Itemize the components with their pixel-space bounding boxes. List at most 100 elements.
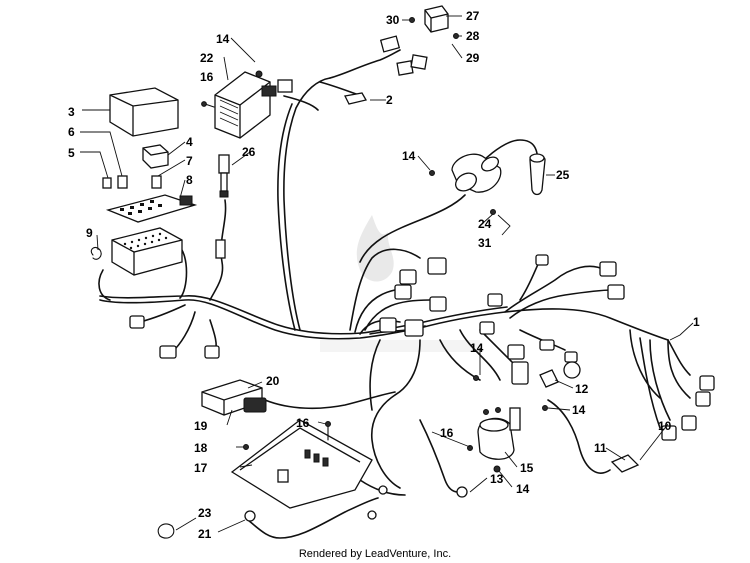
spark-plug-cap (529, 153, 546, 196)
sensor-26 (215, 154, 230, 259)
callout-16-top: 16 (200, 70, 214, 84)
terminal-ground (367, 510, 377, 520)
callout-8: 8 (186, 173, 193, 187)
fuse-7 (151, 175, 162, 189)
leader-lines (80, 15, 694, 533)
relay-module (201, 379, 267, 416)
voltage-regulator (214, 71, 277, 139)
callout-5: 5 (68, 146, 75, 160)
nut-14-upper (473, 375, 479, 381)
connector-center-8 (479, 321, 495, 335)
connector-right-2 (607, 284, 625, 300)
connector-top-b (396, 60, 414, 76)
connector-top-c (410, 54, 428, 70)
connector-right-3 (564, 351, 578, 363)
plug-1a (699, 375, 715, 391)
fuse-box-cover (109, 87, 179, 137)
nut-18 (243, 444, 249, 450)
terminal-left-battery (378, 485, 388, 495)
callout-25: 25 (556, 168, 570, 182)
clip-9 (90, 246, 102, 260)
callout-10: 10 (658, 419, 672, 433)
nut-14-coil (429, 170, 435, 176)
connector-center-10 (511, 361, 529, 385)
starter-solenoid (477, 407, 521, 460)
connector-center-3 (394, 284, 412, 300)
callout-29: 29 (466, 51, 480, 65)
connector-center-5 (379, 317, 397, 333)
battery-tray (230, 419, 373, 509)
screw-28 (453, 33, 459, 39)
callout-21: 21 (198, 527, 212, 541)
callout-3: 3 (68, 105, 75, 119)
callout-16-tray: 16 (296, 416, 310, 430)
callout-4: 4 (186, 135, 193, 149)
fuse-holder-2 (344, 92, 367, 105)
callout-23: 23 (198, 506, 212, 520)
connector-center-12 (539, 339, 555, 351)
callout-31: 31 (478, 236, 492, 250)
connector-right-1 (599, 261, 617, 277)
callout-27: 27 (466, 9, 480, 23)
clip-23 (157, 523, 175, 539)
callout-14-top: 14 (216, 32, 230, 46)
callout-19: 19 (194, 419, 208, 433)
connector-center-11 (535, 254, 549, 266)
connector-center-1 (427, 257, 447, 275)
connector-center-6 (404, 319, 424, 337)
fuse-panel (105, 194, 198, 223)
nut-14-right (542, 405, 548, 411)
plug-1b (695, 391, 711, 407)
relay-cube (142, 144, 169, 169)
fuse-5 (102, 177, 112, 189)
callout-24: 24 (478, 217, 492, 231)
plug-ll-1 (129, 315, 145, 329)
nut-30 (409, 17, 415, 23)
elbow-connector-12 (539, 369, 559, 388)
nut-14-top (255, 70, 263, 78)
callout-20: 20 (266, 374, 280, 388)
plug-ll-3 (204, 345, 220, 359)
fuse-6 (117, 175, 128, 189)
callout-16-solenoid: 16 (440, 426, 454, 440)
callout-12: 12 (575, 382, 589, 396)
callout-labels: 1 2 3 4 5 6 7 8 9 10 11 12 13 14 14 14 1… (68, 9, 700, 541)
plug-1c (681, 415, 697, 431)
screw-24 (490, 209, 496, 215)
callout-7: 7 (186, 154, 193, 168)
connector-reg (277, 79, 293, 93)
cable-terminal-21 (244, 510, 256, 522)
ring-terminal-13 (456, 486, 468, 498)
callout-1: 1 (693, 315, 700, 329)
ignition-coil (451, 153, 502, 193)
callout-30: 30 (386, 13, 400, 27)
screw-16-top (201, 101, 215, 108)
connector-center-4 (429, 296, 447, 312)
connector-center-2 (399, 269, 417, 285)
plug-1d (661, 425, 677, 441)
watermark (320, 215, 480, 352)
callout-14-upper: 14 (470, 341, 484, 355)
callout-14-right: 14 (572, 403, 586, 417)
callout-28: 28 (466, 29, 480, 43)
callout-17: 17 (194, 461, 208, 475)
plug-ll-2 (159, 345, 177, 359)
connector-center-7 (487, 293, 503, 307)
callout-18: 18 (194, 441, 208, 455)
callout-13: 13 (490, 472, 504, 486)
terminal-boot (610, 454, 640, 473)
render-credit: Rendered by LeadVenture, Inc. (299, 548, 451, 560)
connector-center-9 (507, 344, 525, 360)
connector-top-a (379, 35, 401, 53)
nut-14-solenoid (493, 465, 501, 473)
fuse-block (111, 227, 183, 276)
callout-6: 6 (68, 125, 75, 139)
callout-14-bottom: 14 (516, 482, 530, 496)
callout-22: 22 (200, 51, 214, 65)
callout-15: 15 (520, 461, 534, 475)
callout-11: 11 (594, 441, 607, 455)
bulb-socket (563, 361, 581, 379)
relay-27 (424, 5, 449, 33)
callout-14-coil: 14 (402, 149, 416, 163)
